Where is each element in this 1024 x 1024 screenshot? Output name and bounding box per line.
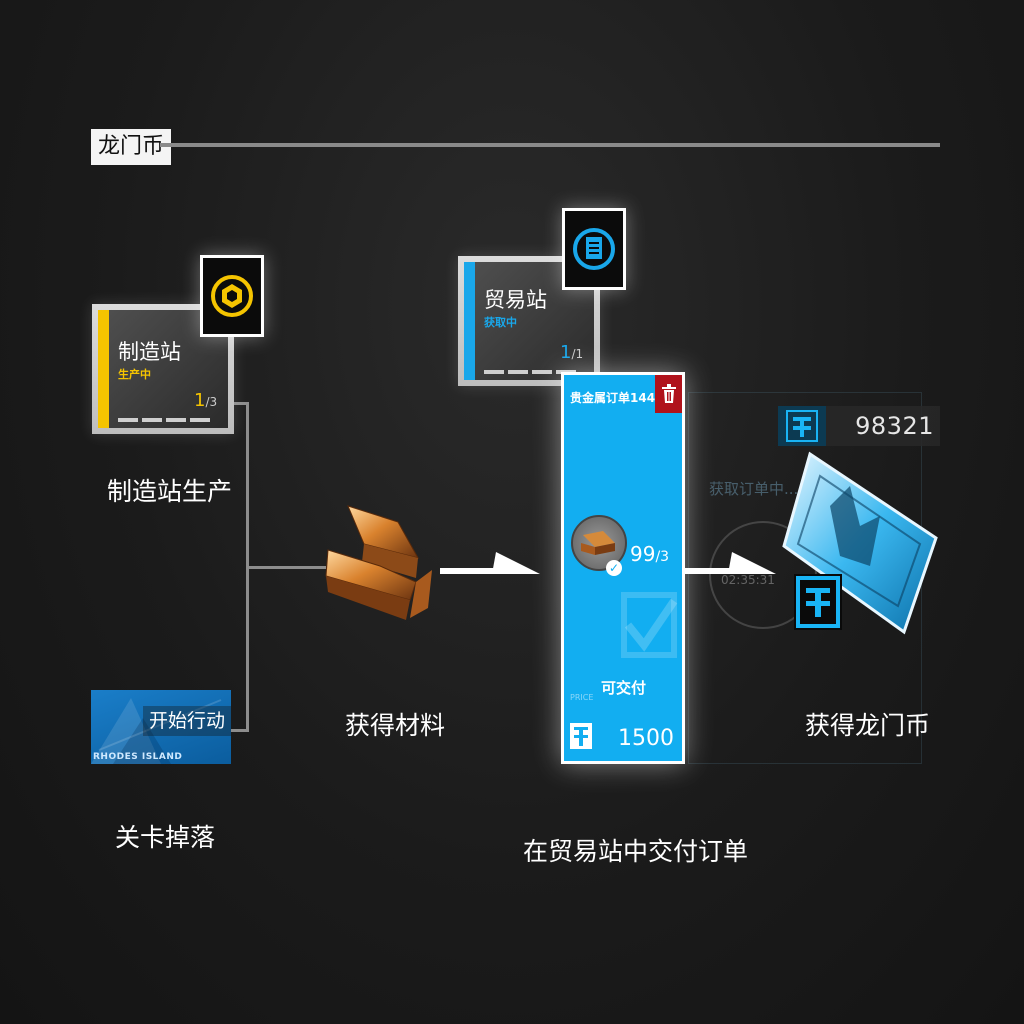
lmd-balance: 98321: [778, 406, 940, 446]
order-timer: 02:35:31: [721, 573, 775, 587]
check-watermark-icon: [621, 592, 678, 658]
arrow-right-icon: [728, 552, 776, 574]
station-capacity: /1: [571, 347, 584, 361]
hexagon-icon: [211, 275, 253, 317]
arrow-shaft: [684, 568, 744, 574]
arrow-right-icon: [492, 552, 540, 574]
section-title: 龙门币: [91, 129, 172, 165]
connector-line: [248, 566, 326, 569]
lmd-ticket-icon: [782, 451, 938, 635]
start-action-button[interactable]: 开始行动 RHODES ISLAND: [91, 690, 231, 764]
station-accent: [98, 310, 109, 428]
order-quantity-required: /3: [655, 549, 670, 565]
station-accent: [464, 262, 475, 380]
section-divider: [160, 143, 940, 147]
station-count: 1/1: [560, 342, 583, 363]
station-count: 1/3: [194, 390, 217, 411]
connector-line: [231, 729, 249, 732]
document-icon: [573, 228, 615, 270]
station-slots: [118, 418, 210, 422]
order-fetching-text: 获取订单中...: [709, 480, 799, 498]
connector-line: [246, 402, 249, 732]
lmd-balance-value: 98321: [855, 412, 934, 440]
manufacturing-caption: 制造站生产: [107, 477, 233, 506]
item-ready-check-icon: ✓: [606, 560, 622, 576]
station-count-value: 1: [194, 390, 206, 411]
stage-art: [91, 698, 222, 764]
manufacturing-icon-box: [200, 255, 264, 337]
rhodes-island-watermark: RHODES ISLAND: [93, 752, 183, 762]
station-name: 贸易站: [484, 288, 547, 312]
trade-caption: 在贸易站中交付订单: [523, 837, 749, 866]
order-quantity: 99/3: [630, 542, 669, 566]
material-caption: 获得材料: [345, 711, 446, 740]
price-tag: PRICE: [570, 693, 594, 702]
connector-line: [228, 402, 248, 405]
station-name: 制造站: [118, 340, 181, 364]
order-card[interactable]: 贵金属订单144 ✓ 99/3 可交付 PRICE 1500: [561, 372, 685, 764]
lmd-coin-icon: [570, 723, 592, 749]
trash-icon: [661, 384, 676, 403]
stage-drop-caption: 关卡掉落: [115, 823, 216, 852]
order-title: 贵金属订单144: [570, 391, 656, 405]
delete-order-button[interactable]: [655, 375, 682, 413]
station-capacity: /3: [205, 395, 218, 409]
order-price: 1500: [618, 726, 674, 751]
start-action-label: 开始行动: [143, 706, 231, 736]
lmd-coin-icon: [778, 406, 826, 446]
gold-bar-icon: [581, 531, 615, 555]
station-status: 生产中: [118, 368, 151, 381]
arrow-shaft: [440, 568, 510, 574]
reward-caption: 获得龙门币: [805, 711, 931, 740]
trade-icon-box: [562, 208, 626, 290]
station-count-value: 1: [560, 342, 572, 363]
order-status: 可交付: [601, 679, 647, 697]
station-status: 获取中: [484, 316, 517, 329]
order-quantity-value: 99: [630, 542, 656, 566]
gold-bar-icon: [325, 505, 432, 620]
